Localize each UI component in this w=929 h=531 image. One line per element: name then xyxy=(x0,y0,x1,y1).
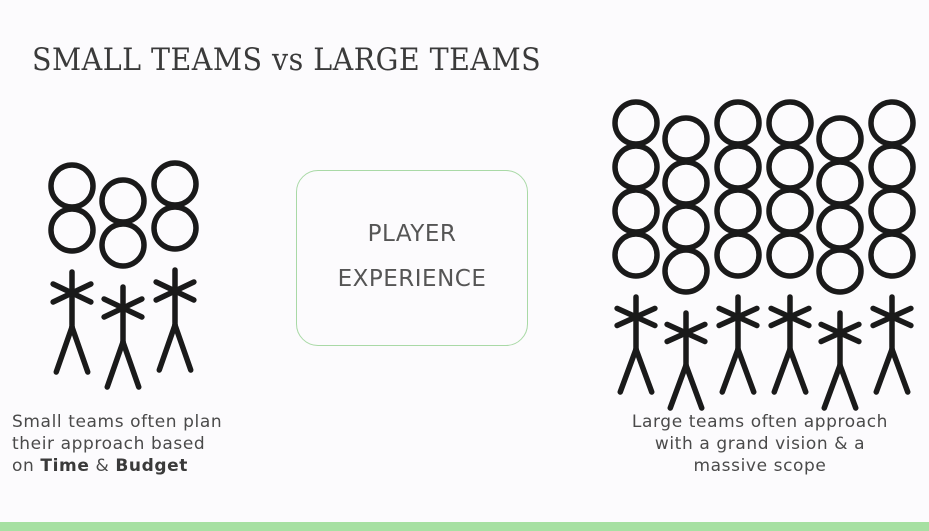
small-caption-line3: on Time & Budget xyxy=(12,455,272,477)
stick-figure-icon xyxy=(819,118,861,408)
small-caption-mid: & xyxy=(89,456,115,476)
small-caption-line1: Small teams often plan xyxy=(12,411,272,433)
large-caption-line2: with a grand vision & a xyxy=(600,433,920,455)
large-teams-caption: Large teams often approach with a grand … xyxy=(600,411,920,477)
large-caption-line1: Large teams often approach xyxy=(600,411,920,433)
small-teams-caption: Small teams often plan their approach ba… xyxy=(12,411,272,477)
stick-figure-icon xyxy=(871,102,913,392)
stick-figure-icon xyxy=(665,118,707,408)
stick-figure-icon xyxy=(717,102,759,392)
small-caption-prefix: on xyxy=(12,456,40,476)
stick-figure-icon xyxy=(615,102,657,392)
small-caption-line2: their approach based xyxy=(12,433,272,455)
stick-figure-icon xyxy=(769,102,811,392)
bottom-accent-bar xyxy=(0,522,929,531)
large-caption-line3: massive scope xyxy=(600,455,920,477)
time-emphasis: Time xyxy=(40,456,89,476)
budget-emphasis: Budget xyxy=(115,456,188,476)
